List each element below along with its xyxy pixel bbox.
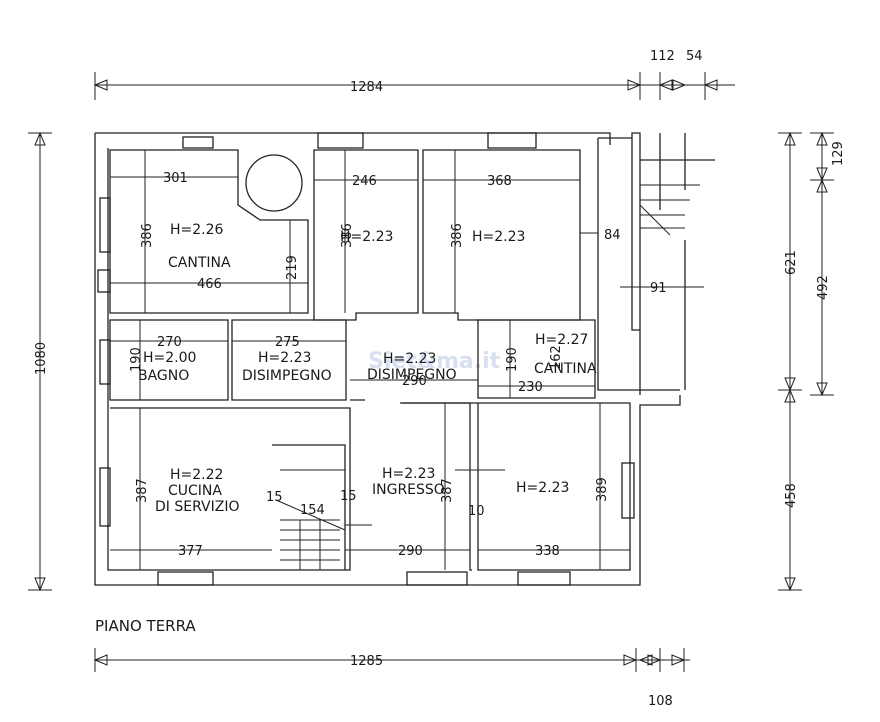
- dim-left-height: 1080: [34, 342, 49, 375]
- room338-height: H=2.23: [516, 480, 569, 496]
- disimpegno1-name: DISIMPEGNO: [242, 368, 332, 384]
- dim-cantina-right-w: 230: [518, 380, 543, 395]
- disimpegno1-height: H=2.23: [258, 350, 311, 366]
- dim-cantina-left-h2: 219: [285, 255, 300, 280]
- dim-disimpegno1-w: 275: [275, 335, 300, 350]
- dim-cucina-h: 387: [135, 478, 150, 503]
- room-labels: H=2.26 CANTINA H=2.23 H=2.23 H=2.00 BAGN…: [138, 222, 597, 515]
- dim-top-width: 1284: [350, 80, 383, 95]
- dim-ingresso-w: 290: [398, 544, 423, 559]
- dim-top-extra-b: 54: [686, 49, 703, 64]
- dim-room368-side: 84: [604, 228, 621, 243]
- dim-stair-a: 15: [266, 490, 283, 505]
- cucina-name-2: DI SERVIZIO: [155, 499, 240, 515]
- dim-disimpegno2-w: 290: [402, 374, 427, 389]
- dim-right-total: 621: [784, 250, 799, 275]
- disimpegno2-height: H=2.23: [383, 351, 436, 367]
- cucina-height: H=2.22: [170, 467, 223, 483]
- dim-room338-w: 338: [535, 544, 560, 559]
- dim-stair-gap: 91: [650, 281, 667, 296]
- dim-cantina-right-h2: 162: [549, 345, 564, 370]
- dim-bagno-w: 270: [157, 335, 182, 350]
- cantina-left-name: CANTINA: [168, 255, 231, 271]
- ingresso-name: INGRESSO: [372, 482, 445, 498]
- dim-cantina-right-h: 190: [505, 347, 520, 372]
- ingresso-height: H=2.23: [382, 466, 435, 482]
- cantina-right-height: H=2.27: [535, 332, 588, 348]
- dim-ingresso-h: 387: [440, 478, 455, 503]
- dim-room246-w: 246: [352, 174, 377, 189]
- bagno-height: H=2.00: [143, 350, 196, 366]
- dim-top-extra-a: 112: [650, 49, 675, 64]
- dim-stair-w: 154: [300, 503, 325, 518]
- bagno-name: BAGNO: [138, 368, 189, 384]
- cantina-right-name: CANTINA: [534, 361, 597, 377]
- dim-room338-h: 389: [595, 477, 610, 502]
- interior-walls: [109, 133, 715, 571]
- cantina-left-height: H=2.26: [170, 222, 224, 238]
- dimension-lines: [28, 72, 834, 672]
- disimpegno2-name: DISIMPEGNO: [367, 367, 457, 383]
- dim-right-small: 129: [831, 141, 846, 166]
- dim-right-mid: 492: [816, 275, 831, 300]
- dimension-labels: 1284 112 54 1285 108 1080 621 492 129 45…: [34, 49, 846, 709]
- dim-cantina-left-w: 301: [163, 171, 188, 186]
- dim-right-bottom: 458: [784, 483, 799, 508]
- cucina-name-1: CUCINA: [168, 483, 222, 499]
- dim-room368-h: 386: [450, 223, 465, 248]
- plan-title: PIANO TERRA: [95, 617, 196, 635]
- room246-height: H=2.23: [340, 229, 393, 245]
- dim-room246-h: 386: [340, 223, 355, 248]
- outer-walls: [94, 132, 681, 586]
- room368-height: H=2.23: [472, 229, 525, 245]
- dim-cucina-w: 377: [178, 544, 203, 559]
- dim-ingresso-side: 10: [468, 504, 485, 519]
- dim-cantina-left-h: 386: [140, 223, 155, 248]
- dim-cantina-left-w2: 466: [197, 277, 222, 292]
- dim-stair-b: 15: [340, 489, 357, 504]
- dim-room368-w: 368: [487, 174, 512, 189]
- dim-bagno-h: 190: [129, 347, 144, 372]
- dim-bottom-width: 1285: [350, 654, 383, 669]
- dim-bottom-extra: 108: [648, 694, 673, 709]
